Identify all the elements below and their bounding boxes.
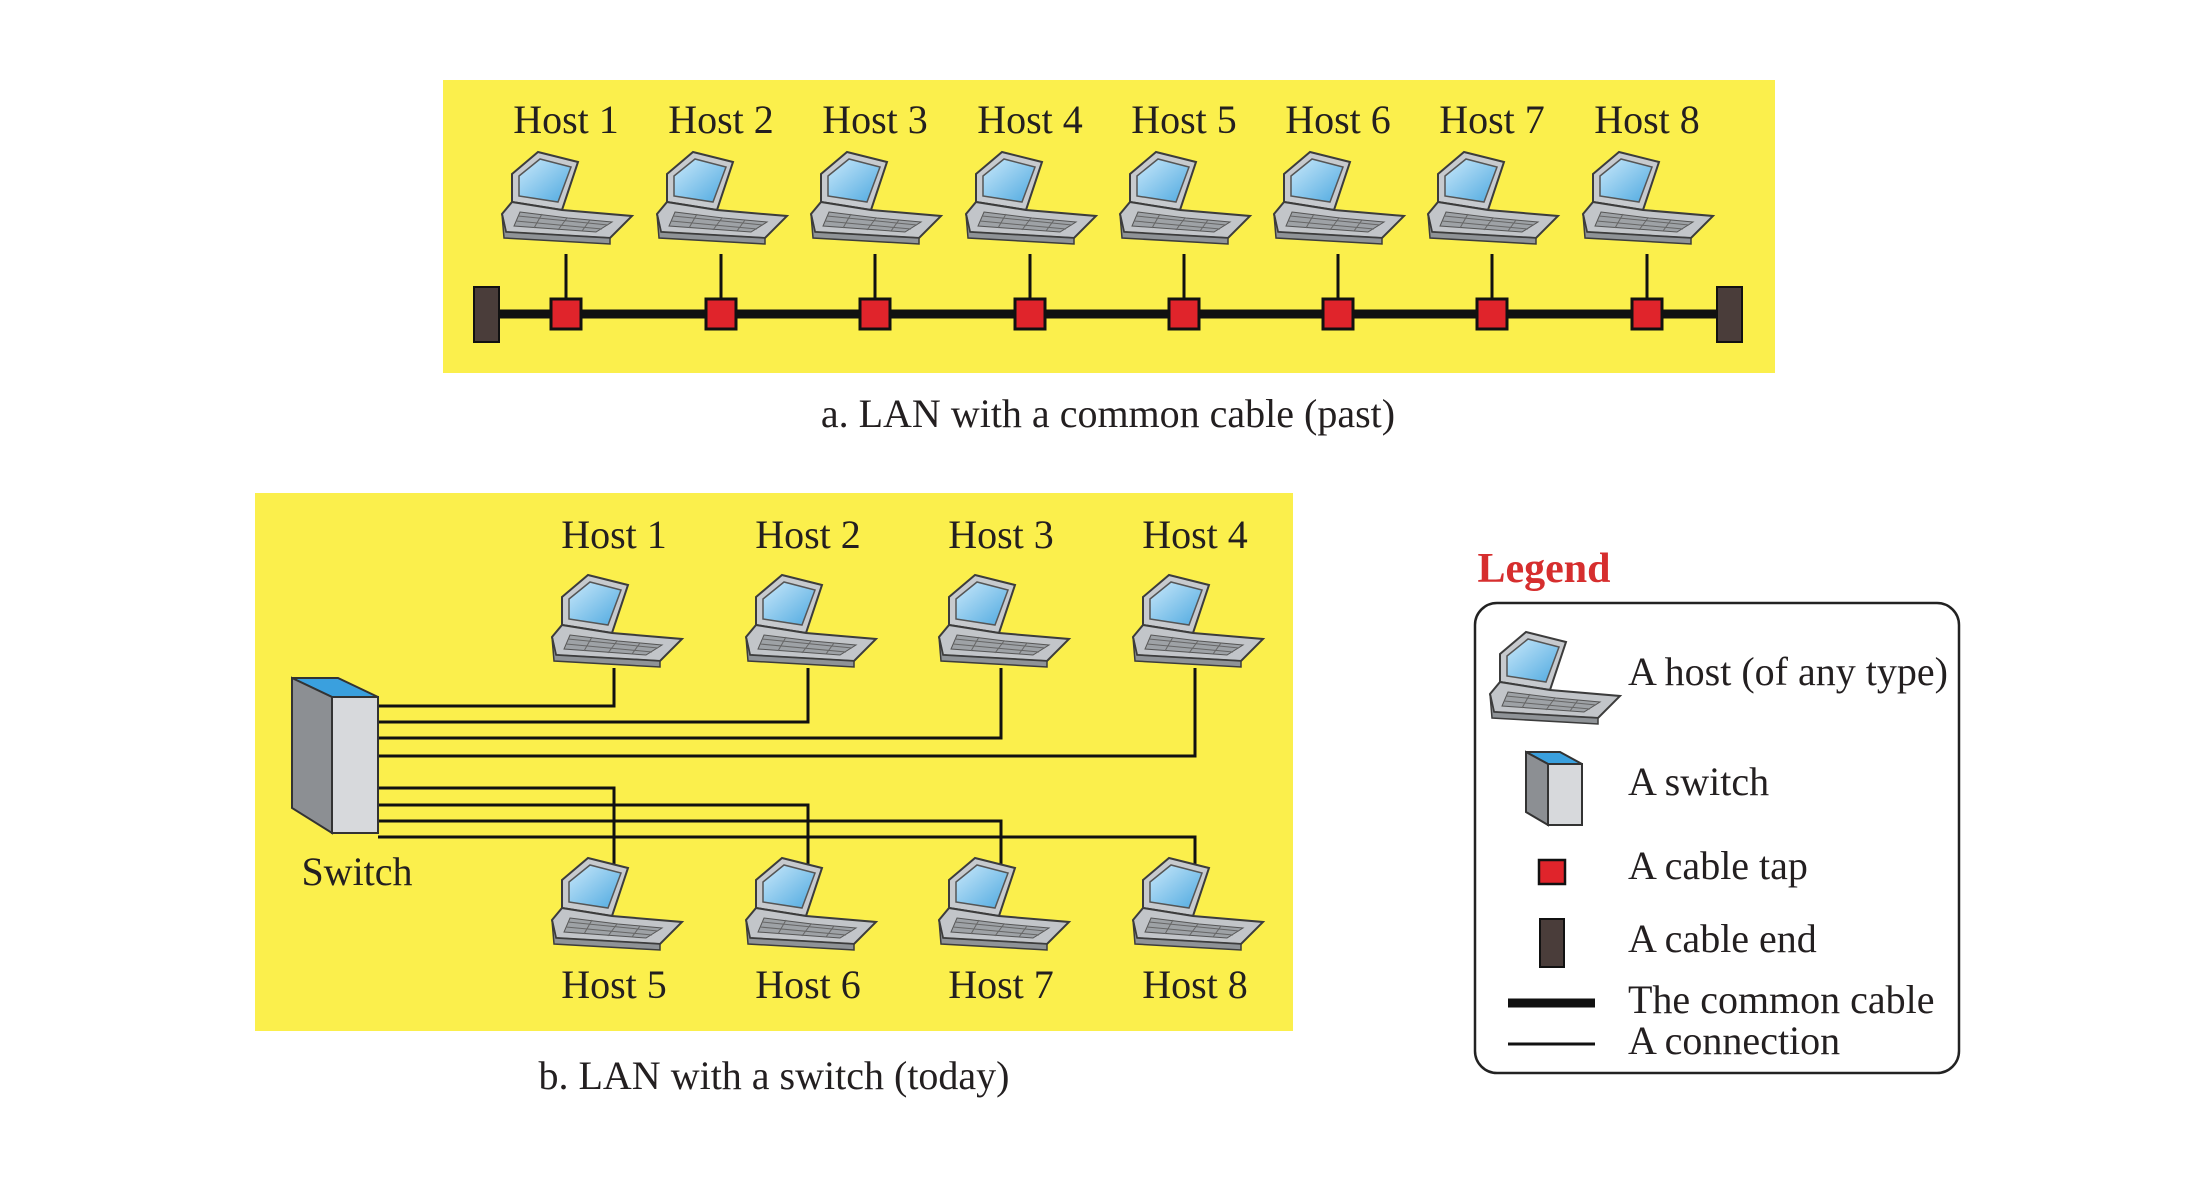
panel-a-host-label: Host 6 <box>1285 97 1391 142</box>
cable-tap <box>549 297 583 331</box>
cable-end-left <box>473 286 500 343</box>
cable-tap <box>1167 297 1201 331</box>
panel-a-taps <box>549 297 1664 331</box>
connection-line <box>378 835 1197 864</box>
panel-b-hosts: Host 1 Host 2 Host 3 Host 4 Host 5 Host 6 Host… <box>551 512 1264 1007</box>
panel-a-host-label: Host 7 <box>1439 97 1545 142</box>
panel-b-host-label: Host 6 <box>755 962 861 1007</box>
connection-line <box>378 803 810 864</box>
panel-a-host-label: Host 4 <box>977 97 1083 142</box>
connection-line <box>378 668 1197 758</box>
cable-tap <box>1475 297 1509 331</box>
legend-switch-icon <box>1525 750 1583 827</box>
cable-tap <box>1321 297 1355 331</box>
panel-b-host-label: Host 5 <box>561 962 667 1007</box>
cable-tap <box>704 297 738 331</box>
switch-connections <box>378 668 1197 864</box>
connection-line <box>378 668 616 708</box>
cable-tap <box>858 297 892 331</box>
switch-icon <box>291 676 379 835</box>
legend-common-cable-label: The common cable <box>1628 977 1935 1022</box>
legend-cable-end-label: A cable end <box>1628 916 1817 961</box>
panel-b-host-label: Host 4 <box>1142 512 1248 557</box>
panel-a-host-label: Host 2 <box>668 97 774 142</box>
panel-b-host-label: Host 3 <box>948 512 1054 557</box>
panel-b-host-label: Host 1 <box>561 512 667 557</box>
legend-tap-label: A cable tap <box>1628 843 1808 888</box>
panel-b-background <box>255 493 1293 1031</box>
legend-connection-label: A connection <box>1628 1018 1840 1063</box>
caption-panel-b: b. LAN with a switch (today) <box>538 1053 1009 1098</box>
panel-a-host-label: Host 3 <box>822 97 928 142</box>
connection-line <box>378 668 1003 740</box>
panel-b-host-label: Host 7 <box>948 962 1054 1007</box>
legend-switch-label: A switch <box>1628 759 1769 804</box>
panel-a-background <box>443 80 1775 373</box>
cable-tap <box>1013 297 1047 331</box>
switch-label: Switch <box>301 849 412 894</box>
legend-tap-icon <box>1537 858 1567 886</box>
legend-title: Legend <box>1477 546 1610 592</box>
panel-b-host-label: Host 8 <box>1142 962 1248 1007</box>
legend-cable-end-icon <box>1539 918 1565 968</box>
panel-b-host-label: Host 2 <box>755 512 861 557</box>
panel-a-host-label: Host 1 <box>513 97 619 142</box>
cable-end-right <box>1716 286 1743 343</box>
panel-a-host-label: Host 8 <box>1594 97 1700 142</box>
connection-line <box>378 819 1003 864</box>
connection-line <box>378 786 616 864</box>
legend-host-label: A host (of any type) <box>1628 649 1948 694</box>
connection-line <box>378 668 810 724</box>
caption-panel-a: a. LAN with a common cable (past) <box>821 391 1395 436</box>
cable-tap <box>1630 297 1664 331</box>
panel-a-host-label: Host 5 <box>1131 97 1237 142</box>
panel-a-hosts: Host 1 Host 2 Host 3 Host 4 Host 5 Host 6 Host… <box>501 97 1714 300</box>
